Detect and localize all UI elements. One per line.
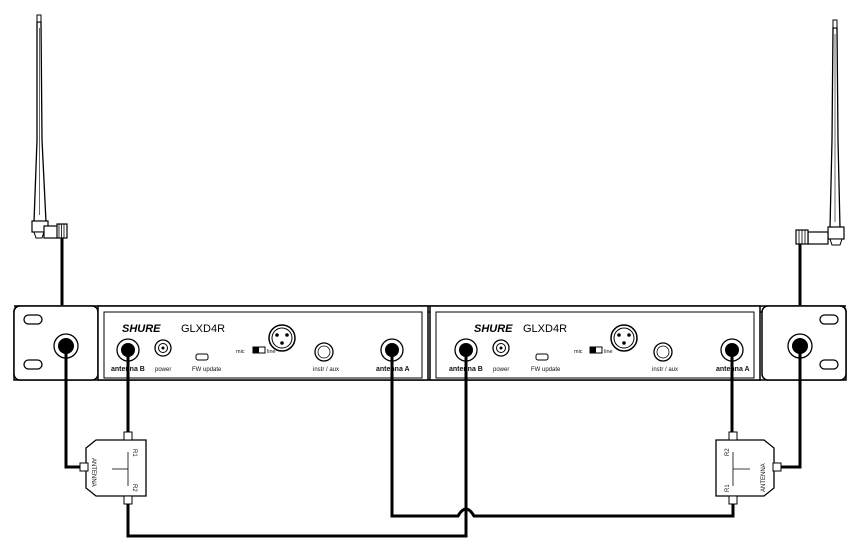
receiver-1-mic-label: mic	[236, 349, 245, 355]
receiver-2-mic-line-switch	[589, 346, 603, 354]
receiver-1-antenna-a-jack	[380, 338, 404, 362]
right-antenna	[795, 19, 845, 246]
receiver-1-model: GLXD4R	[181, 323, 225, 335]
receiver-2-instr-aux-jack	[653, 342, 673, 362]
cable-left-splitter-r2-to-r2-antenna-b	[126, 356, 468, 538]
receiver-1-instr-aux-jack	[314, 342, 334, 362]
receiver-1-usb-port	[195, 353, 209, 361]
left-antenna-splitter: ANTENNA R1 R2	[79, 431, 147, 505]
receiver-2-power-jack	[492, 339, 510, 357]
receiver-2: SHURE GLXD4R antenna B power FW update m…	[429, 305, 761, 381]
receiver-2-xlr-output	[610, 324, 638, 352]
receiver-2-instr-aux-label: instr / aux	[652, 367, 678, 373]
left-antenna	[31, 14, 68, 239]
receiver-2-brand: SHURE	[474, 323, 513, 335]
receiver-1-fw-update-label: FW update	[192, 367, 222, 373]
receiver-1-mic-line-switch	[252, 346, 266, 354]
cable-right-ear-to-right-splitter	[781, 346, 802, 469]
receiver-2-fw-update-label: FW update	[531, 367, 561, 373]
receiver-2-line-label: line	[604, 349, 613, 355]
right-splitter-port2: R2	[725, 448, 731, 456]
receiver-1-instr-aux-label: instr / aux	[313, 367, 339, 373]
receiver-2-antenna-b-jack	[454, 338, 478, 362]
receiver-2-mic-label: mic	[574, 349, 583, 355]
left-splitter-label: ANTENNA	[90, 458, 96, 487]
right-splitter-label: ANTENNA	[761, 463, 767, 492]
receiver-2-power-label: power	[493, 367, 509, 373]
receiver-1-power-jack	[154, 339, 172, 357]
receiver-1: SHURE GLXD4R antenna B power FW update	[97, 305, 429, 381]
cables	[64, 346, 802, 538]
receiver-1-antenna-b-jack	[116, 338, 140, 362]
right-splitter-port1: R1	[725, 484, 731, 492]
cable-r1-antenna-a-to-right-splitter	[390, 356, 735, 518]
receiver-1-line-label: line	[267, 349, 276, 355]
receiver-2-usb-port	[535, 353, 549, 361]
receiver-2-model: GLXD4R	[523, 323, 567, 335]
receiver-1-xlr-output	[268, 324, 296, 352]
receiver-1-brand: SHURE	[122, 323, 161, 335]
left-splitter-port1: R1	[131, 449, 137, 457]
receiver-1-power-label: power	[155, 367, 171, 373]
right-antenna-splitter: ANTENNA R2 R1	[715, 431, 782, 505]
left-splitter-port2: R2	[131, 484, 137, 492]
cable-left-ear-to-left-splitter	[64, 346, 80, 469]
